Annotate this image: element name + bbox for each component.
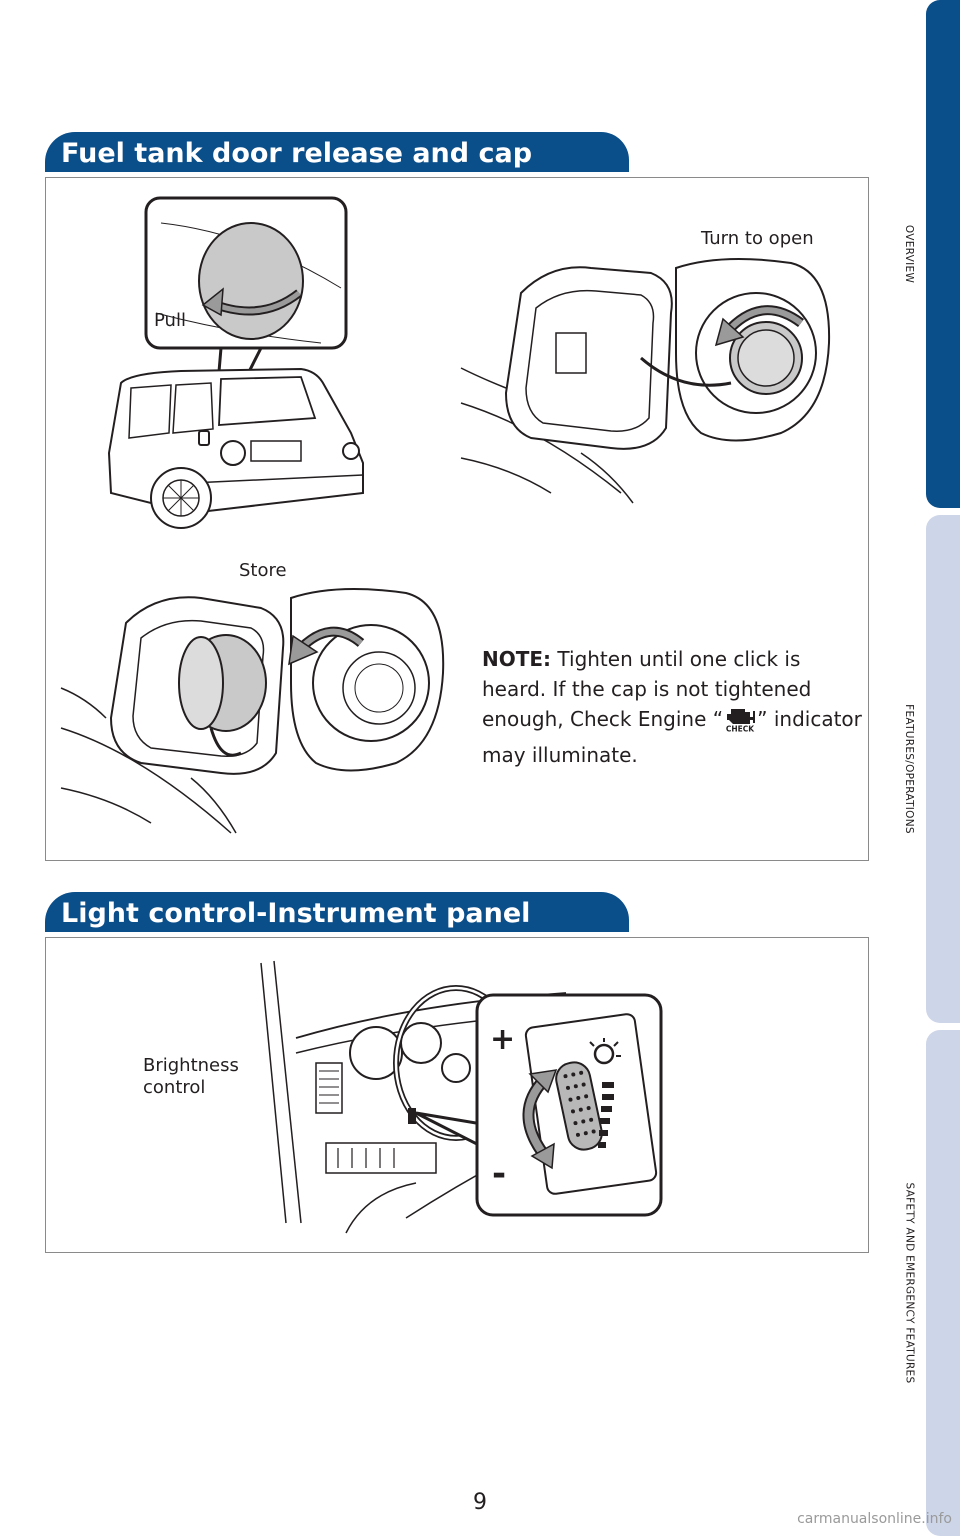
light-panel: + - Brightness control	[45, 937, 869, 1253]
brightness-control-label: Brightness control	[143, 1055, 239, 1098]
fuel-section-title: Fuel tank door release and cap	[45, 132, 629, 172]
check-engine-icon: CHECK	[723, 706, 757, 740]
tab-features-label-wrap: FEATURES/OPERATIONS	[897, 515, 921, 1023]
tab-features-operations[interactable]	[926, 515, 960, 1023]
fuel-panel: Pull Turn to open	[45, 177, 869, 861]
brightness-minus-label: -	[492, 1154, 507, 1194]
tab-features-label: FEATURES/OPERATIONS	[903, 704, 915, 834]
tab-safety-label-wrap: SAFETY AND EMERGENCY FEATURES	[897, 1030, 921, 1536]
tab-safety-label: SAFETY AND EMERGENCY FEATURES	[903, 1182, 915, 1384]
tab-overview-label: OVERVIEW	[903, 224, 916, 284]
note-text-1: Tighten until one click is heard. If the…	[482, 647, 812, 731]
pull-label: Pull	[154, 310, 186, 331]
note-prefix: NOTE:	[482, 647, 552, 671]
fuel-door-open-illustration	[460, 258, 831, 504]
light-section-title: Light control-Instrument panel	[45, 892, 629, 932]
watermark: carmanualsonline.info	[797, 1511, 952, 1527]
note-text-2: ” indicator may illuminate.	[482, 707, 862, 767]
brightness-plus-label: +	[490, 1022, 516, 1057]
page-number: 9	[473, 1490, 487, 1515]
tab-overview[interactable]	[926, 0, 960, 508]
brightness-inset	[475, 993, 663, 1217]
check-engine-icon-text: CHECK	[726, 725, 755, 734]
suv-rear-illustration	[107, 196, 364, 529]
fuel-cap-note: NOTE: Tighten until one click is heard. …	[482, 644, 862, 770]
tab-safety-emergency[interactable]	[926, 1030, 960, 1536]
tab-overview-label-wrap: OVERVIEW	[897, 0, 921, 508]
fuel-cap-store-illustration	[60, 588, 445, 834]
store-label: Store	[239, 560, 287, 581]
turn-to-open-label: Turn to open	[701, 228, 814, 249]
